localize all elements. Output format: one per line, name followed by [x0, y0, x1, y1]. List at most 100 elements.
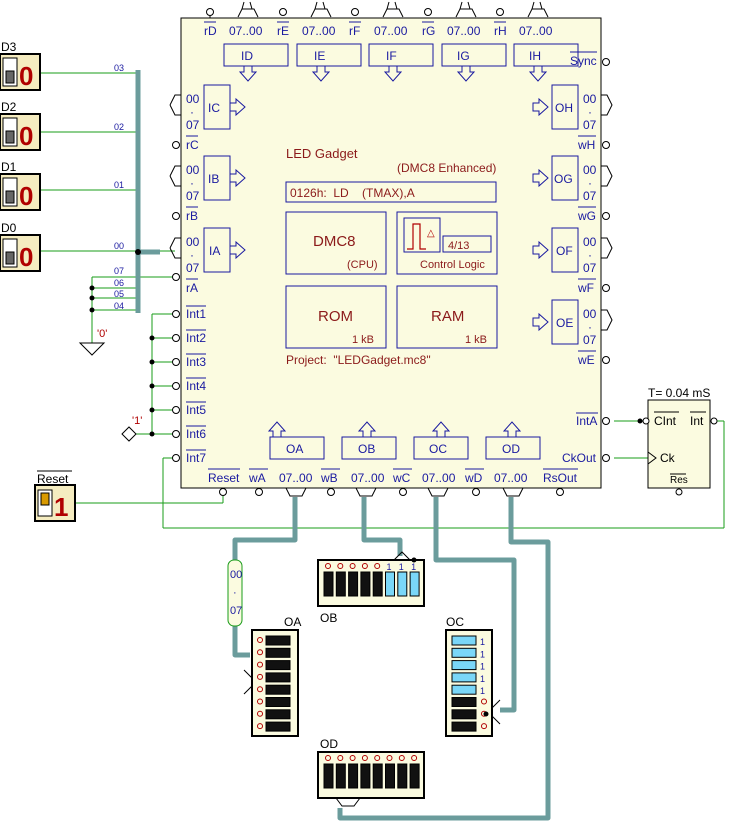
switch-knob [5, 70, 15, 84]
int2-label: Int2 [186, 331, 206, 345]
led-pin [398, 755, 405, 761]
svg-text:07: 07 [230, 605, 242, 617]
timer-title: T= 0.04 mS [648, 386, 710, 400]
cpu-block [285, 211, 387, 275]
chip-title: LED Gadget [286, 146, 358, 161]
pulse-icon [403, 217, 441, 253]
switch-label: D1 [1, 160, 17, 174]
instruction-box [285, 181, 497, 203]
led-off [323, 763, 334, 789]
svg-text:·: · [588, 105, 592, 119]
top-pin-row: rD 07..00 ID rE 07..00 IE rF 07.. [204, 1, 610, 82]
pin-write-label: wF [577, 281, 594, 295]
bottom-ports: OA OB OC OD Reset wA 07..00 wB 07..00 wC… [208, 421, 578, 497]
switch-d1[interactable]: D10 [0, 160, 41, 211]
led-digit: 1 [480, 649, 485, 659]
port-label-ob: OB [358, 442, 375, 456]
display-frame [445, 629, 493, 737]
reset-value: 1 [54, 492, 68, 522]
led-off [360, 763, 371, 789]
oc-bits-label: 07..00 [422, 471, 456, 485]
pin-read-label: rG [422, 24, 435, 38]
led-off [348, 571, 359, 597]
led-off [451, 721, 477, 732]
svg-text:07: 07 [583, 333, 597, 347]
svg-text:△: △ [427, 228, 435, 239]
switch-d2[interactable]: D20 [0, 100, 41, 151]
switch-label: D0 [1, 221, 17, 235]
svg-text:00: 00 [186, 235, 200, 249]
switch-value: 0 [19, 181, 33, 211]
switch-d3[interactable]: D30 [0, 40, 41, 91]
svg-text:·: · [588, 248, 592, 262]
right-ports: OH 00 · 07 wH OG 00 · 07 wG OF 00 · [532, 84, 613, 367]
od-bits-label: 07..00 [494, 471, 528, 485]
svg-text:07: 07 [186, 261, 200, 275]
output-port-oa: OA [268, 421, 325, 460]
pin-read-label: rD [204, 24, 217, 38]
pin-read-label: rH [494, 24, 507, 38]
led-off [385, 763, 395, 789]
output-port-og: OG 00 · 07 wG [532, 155, 613, 223]
display-od [317, 751, 425, 799]
switch-d0[interactable]: D00 [0, 221, 41, 272]
led-digit: 1 [480, 674, 485, 684]
led-pin [337, 563, 344, 569]
port-label-if: IF [386, 49, 397, 63]
ground-symbol: '0' [78, 328, 107, 356]
svg-text:00: 00 [583, 163, 597, 177]
port-label-oa: OA [286, 442, 303, 456]
wa-pin-label: wA [248, 471, 266, 485]
top-pin-group: rG 07..00 IG [422, 1, 507, 82]
led-pin [257, 723, 263, 730]
timer-ck: Ck [660, 451, 676, 465]
top-pin-group: rD 07..00 ID [204, 1, 289, 82]
switch-knob [5, 130, 15, 144]
svg-text:·: · [190, 248, 194, 262]
interrupt-pins: Int1 Int2 Int3 Int4 Int5 Int6 Int7 IntA … [172, 305, 610, 465]
led-pin [257, 698, 263, 705]
int3-label: Int3 [186, 355, 206, 369]
switch-value: 0 [19, 61, 33, 91]
led-pin [257, 661, 263, 668]
input-port-ic: 00 · 07 IC rC [169, 84, 246, 152]
switch-value: 0 [19, 242, 33, 272]
svg-text:00: 00 [583, 307, 597, 321]
port-label-ih: IH [529, 49, 541, 63]
led-pin [361, 563, 368, 569]
pin-bits: 07..00 [447, 24, 481, 38]
chip-subtitle: (DMC8 Enhanced) [397, 161, 496, 175]
led-off [335, 571, 346, 597]
svg-text:06: 06 [114, 278, 124, 288]
port-label-oc: OC [429, 442, 447, 456]
led-digit: 1 [480, 662, 485, 672]
led-pin [325, 563, 331, 569]
svg-text:00: 00 [583, 92, 597, 106]
port-label-od: OD [502, 442, 520, 456]
control-step: 4/13 [448, 240, 469, 252]
led-digit: 1 [399, 562, 404, 572]
int1-label: Int1 [186, 307, 206, 321]
chip-body [180, 17, 602, 489]
svg-text:·: · [588, 320, 592, 334]
control-logic-label: Control Logic [420, 259, 485, 271]
pin-bits: 07..00 [519, 24, 553, 38]
led-pin [337, 755, 344, 761]
input-port-ia: 00 · 07 IA rA [169, 227, 246, 295]
svg-text:·: · [588, 176, 592, 190]
reset-pin-label: Reset [208, 471, 240, 485]
wd-pin-label: wD [464, 471, 483, 485]
led-pin [374, 755, 381, 761]
instruction-text: 0126h: LD (TMAX),A [290, 186, 415, 200]
mcu-chip: LED Gadget (DMC8 Enhanced) 0126h: LD (TM… [180, 17, 602, 489]
wc-pin-label: wC [392, 471, 411, 485]
led-off [360, 571, 371, 597]
switch-label: D2 [1, 100, 17, 114]
junctions [89, 249, 643, 437]
switch-value: 0 [19, 121, 33, 151]
svg-text:07: 07 [583, 189, 597, 203]
reset-switch[interactable]: Reset 1 [34, 470, 76, 522]
